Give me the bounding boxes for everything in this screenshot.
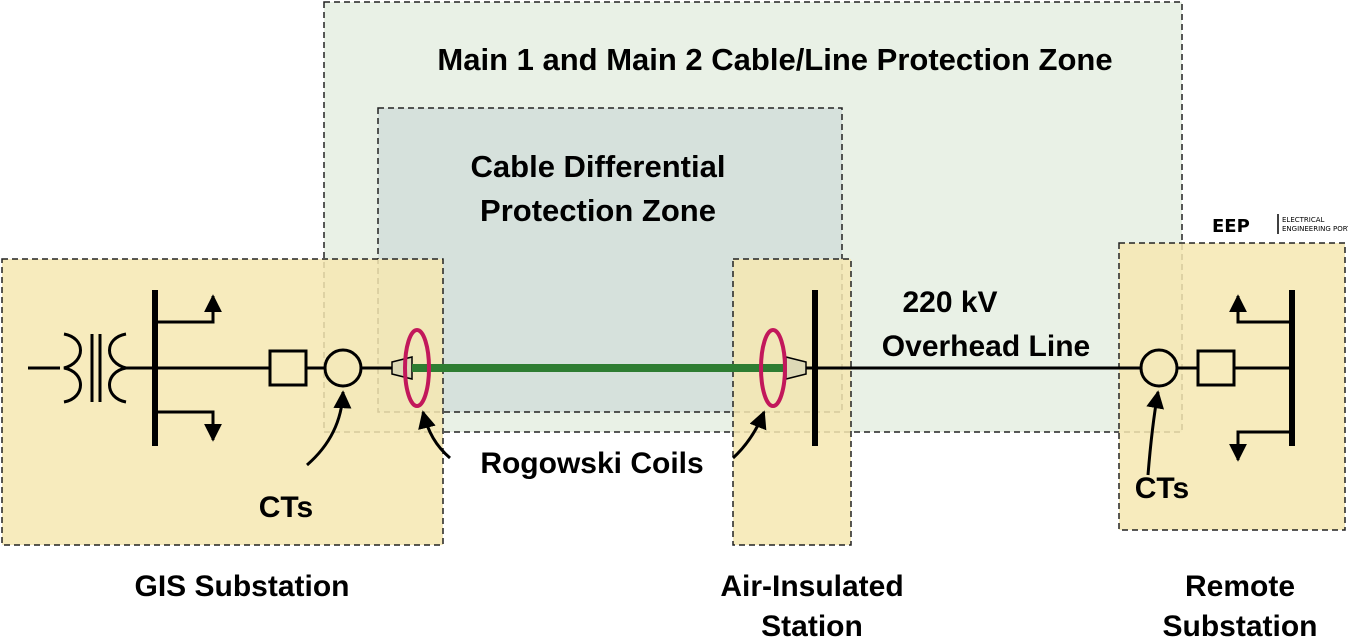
gis-substation-label: GIS Substation <box>134 570 349 603</box>
main-protection-zone-label: Main 1 and Main 2 Cable/Line Protection … <box>437 42 1112 77</box>
eep-logo-mark: EEP <box>1212 216 1250 237</box>
cts-left-label: CTs <box>259 491 313 524</box>
remote-substation-label-2: Substation <box>1163 610 1318 643</box>
rogowski-coil-left <box>403 328 431 408</box>
remote-substation-label-1: Remote <box>1185 570 1295 603</box>
air-insulated-label-1: Air-Insulated <box>720 570 903 603</box>
rogowski-coils-label: Rogowski Coils <box>480 447 703 480</box>
gis-substation-zone <box>1 258 444 546</box>
eep-logo: EEP ELECTRICAL ENGINEERING PORTAL <box>1212 214 1348 237</box>
air-insulated-station-zone <box>732 258 852 546</box>
overhead-line-label-2: Overhead Line <box>882 330 1090 363</box>
cts-right-label: CTs <box>1135 472 1189 505</box>
overhead-line-label-1: 220 kV <box>902 286 997 319</box>
eep-logo-text-1: ELECTRICAL <box>1282 216 1325 224</box>
cts-left-pointer <box>306 390 352 467</box>
gis-feeder-arrows <box>155 294 222 442</box>
rogowski-right-pointer <box>731 410 767 460</box>
cable-differential-label-line1: Cable Differential <box>471 149 726 184</box>
air-insulated-label-2: Station <box>761 610 863 643</box>
remote-feeder-arrows <box>1229 294 1292 462</box>
eep-logo-text-2: ENGINEERING PORTAL <box>1282 225 1348 233</box>
rogowski-coil-right <box>759 328 787 408</box>
rogowski-left-pointer <box>418 410 451 460</box>
cts-right-pointer <box>1146 390 1165 476</box>
transformer-symbol <box>28 332 155 404</box>
cable-differential-label-line2: Protection Zone <box>480 193 716 228</box>
